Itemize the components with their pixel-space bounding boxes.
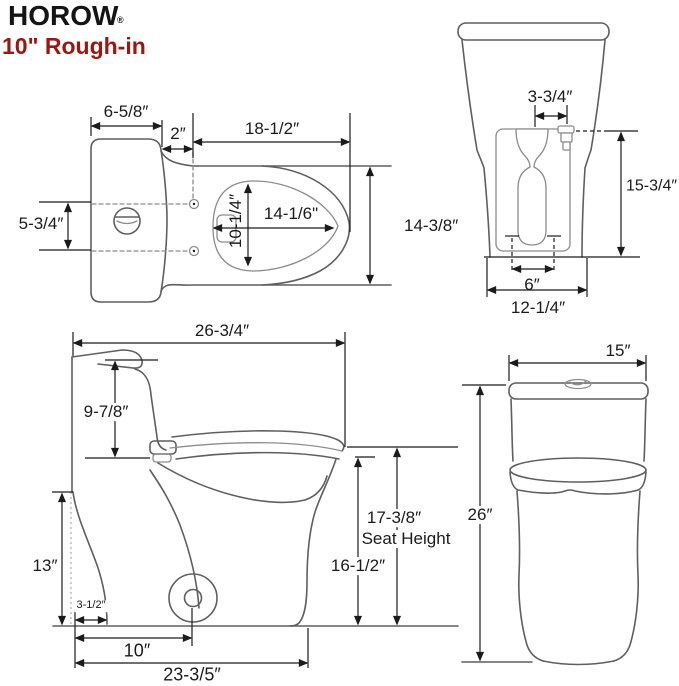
dim-label-rim-height: 16-1/2″ bbox=[328, 556, 388, 576]
brand-logo: HOROW bbox=[8, 0, 119, 31]
dim-label-tank-height: 15-3/4″ bbox=[626, 177, 678, 195]
dim-label-back-height: 13″ bbox=[32, 556, 58, 576]
dim-label-valve-offset: 3-3/4″ bbox=[527, 87, 573, 107]
dim-label-seat-gap: 2″ bbox=[170, 124, 186, 144]
dim-label-tank-width: 6-5/8″ bbox=[103, 102, 149, 122]
side-view-drawing bbox=[52, 332, 459, 668]
dim-label-outlet-spacing: 6″ bbox=[524, 275, 540, 295]
dim-label-bowl-inner-length: 14-1/6" bbox=[261, 204, 321, 224]
trademark-symbol: ® bbox=[117, 15, 124, 25]
dim-label-tank-top-to-seat: 9-7/8″ bbox=[81, 402, 131, 422]
dim-label-base-depth: 23-3/5″ bbox=[163, 664, 221, 685]
top-view-drawing bbox=[39, 113, 392, 303]
dim-label-overall-height: 26″ bbox=[465, 505, 495, 525]
dim-label-front-width: 15″ bbox=[605, 341, 631, 361]
dim-label-base-width: 12-1/4″ bbox=[510, 298, 566, 318]
dim-label-bowl-inner-width: 10-1/4″ bbox=[226, 193, 246, 249]
dim-label-back-clearance: 3-1/2″ bbox=[74, 599, 108, 612]
dim-label-seat-height-value: 17-3/8″ bbox=[364, 508, 424, 528]
dim-label-seat-height-caption: Seat Height bbox=[359, 529, 453, 549]
dim-label-tank-depth: 5-3/4″ bbox=[18, 214, 64, 234]
rear-view-drawing bbox=[457, 22, 640, 297]
rough-in-subtitle: 10" Rough-in bbox=[2, 33, 146, 59]
dim-label-seat-length: 18-1/2″ bbox=[244, 119, 300, 139]
dim-label-overall-depth: 26-3/4″ bbox=[194, 321, 250, 341]
dim-label-seat-width: 14-3/8″ bbox=[404, 216, 459, 236]
dim-label-rough-in: 10″ bbox=[123, 640, 151, 661]
